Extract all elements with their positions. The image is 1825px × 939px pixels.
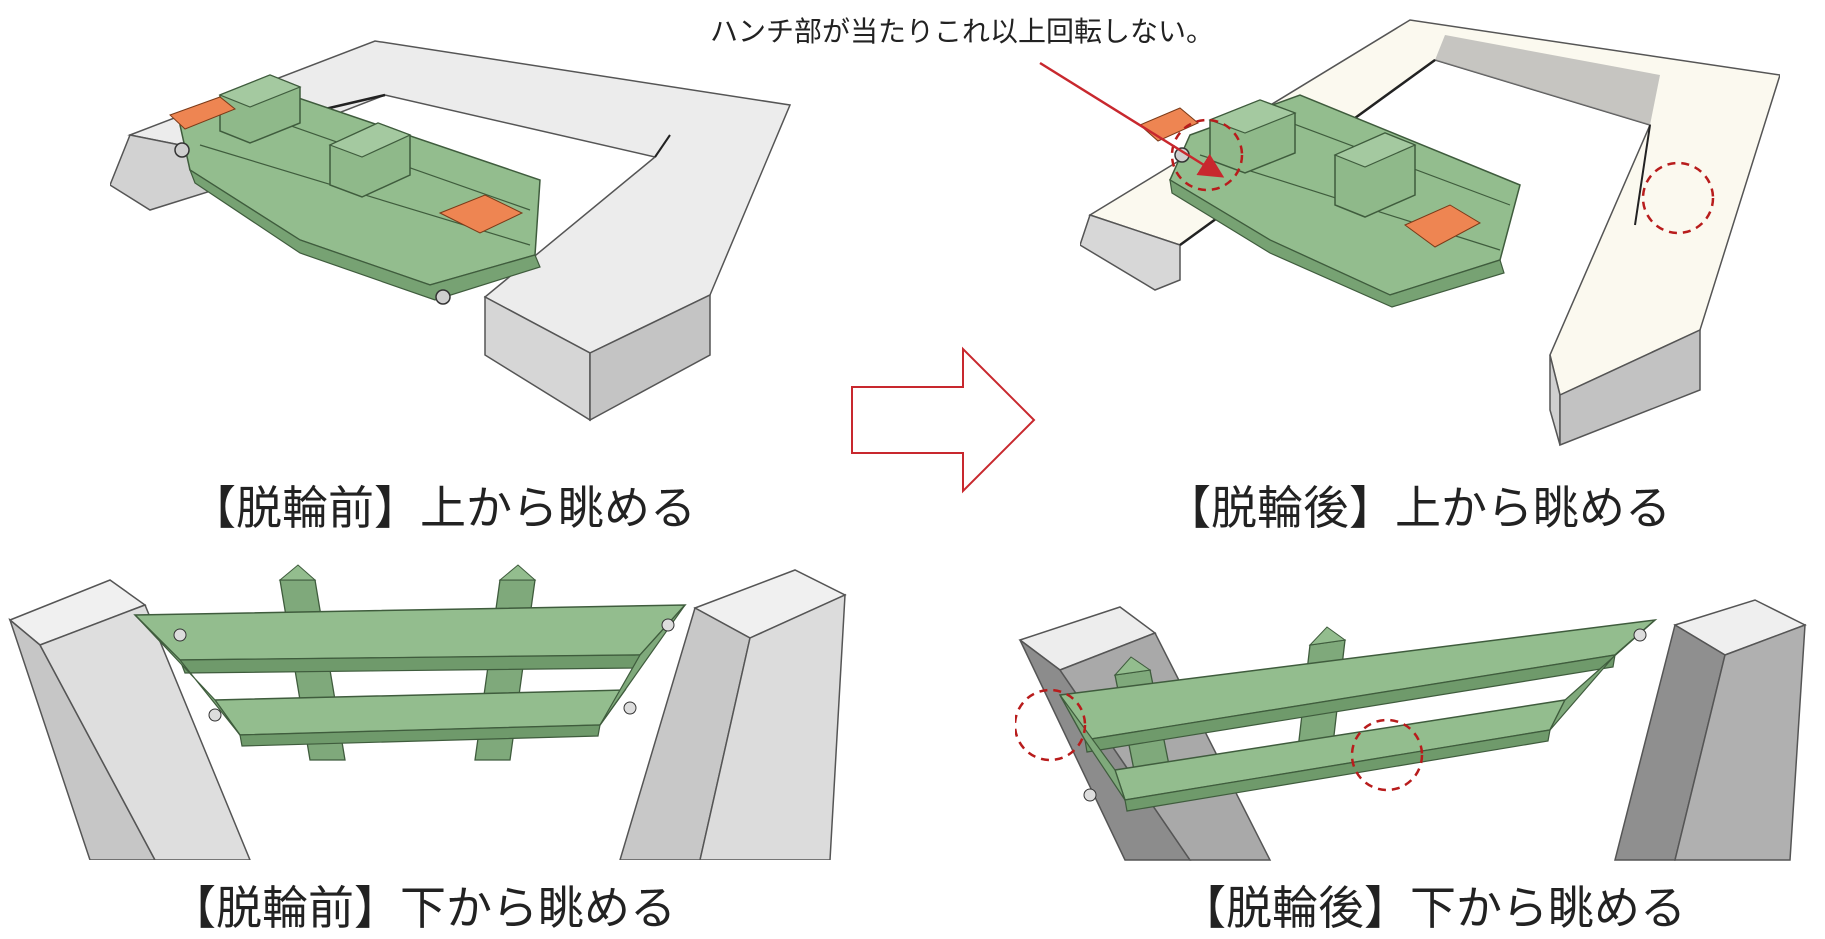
bolt (1633, 628, 1647, 642)
bottom-left-illustration (0, 560, 860, 860)
caption-before-bottom: 【脱輪前】下から眺める (170, 881, 676, 935)
caption-after-bottom: 【脱輪後】下から眺める (1180, 881, 1686, 935)
transition-arrow (848, 345, 1038, 495)
bolt (623, 701, 637, 715)
top-right-illustration (1080, 5, 1780, 455)
annotation-pointer (1020, 55, 1260, 195)
contact-circle (1015, 688, 1087, 762)
bearing-pad (438, 194, 524, 234)
steel-girder-flange (188, 168, 541, 301)
steel-flange (133, 604, 687, 661)
concrete-frame-side (1559, 328, 1701, 447)
caption-before-top: 【脱輪前】上から眺める (190, 481, 696, 535)
contact-circle (1641, 161, 1715, 235)
bolt (661, 618, 675, 632)
top-left-illustration (110, 35, 810, 455)
steel-girder-flange (1169, 178, 1505, 308)
bolt (173, 628, 187, 642)
concrete-frame-side (589, 293, 711, 422)
wheel (435, 289, 451, 305)
bolt (208, 708, 222, 722)
concrete-pillar (8, 617, 156, 860)
bearing-pad (169, 96, 236, 130)
wheel (174, 142, 190, 158)
contact-circle (1170, 118, 1244, 192)
bottom-right-illustration (1015, 595, 1825, 865)
contact-circle (1350, 718, 1424, 792)
caption-after-top: 【脱輪後】上から眺める (1165, 481, 1671, 535)
bearing-pad (1139, 107, 1199, 142)
annotation-text: ハンチ部が当たりこれ以上回転しない。 (710, 15, 1215, 48)
bearing-pad (1404, 204, 1482, 248)
bolt (1083, 788, 1097, 802)
concrete-frame-side (1080, 214, 1181, 291)
